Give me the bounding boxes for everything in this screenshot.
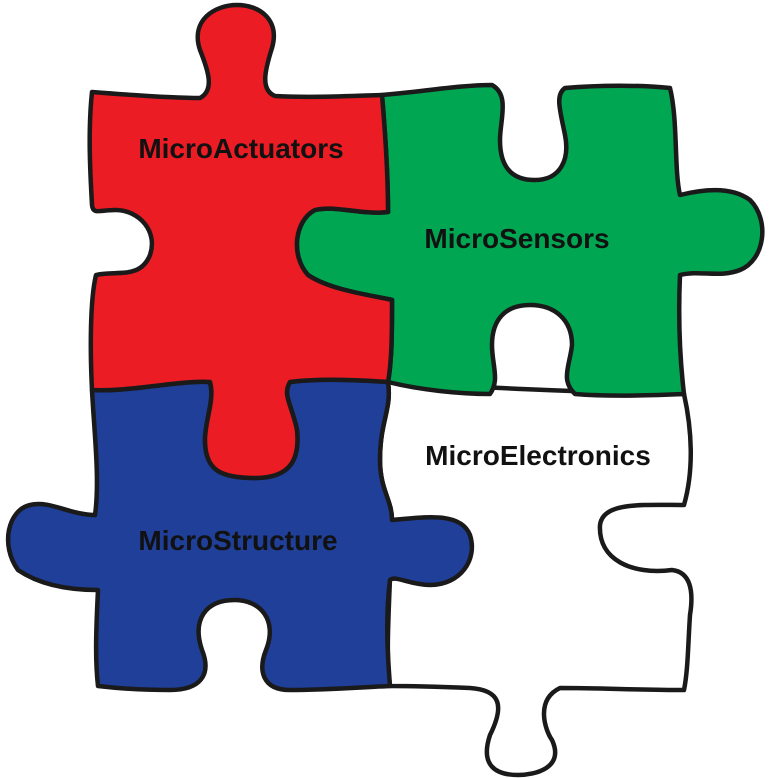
label-microelectronics: MicroElectronics — [425, 440, 651, 471]
label-microactuators: MicroActuators — [138, 133, 343, 164]
label-microstructure: MicroStructure — [138, 525, 337, 556]
label-microsensors: MicroSensors — [424, 223, 609, 254]
